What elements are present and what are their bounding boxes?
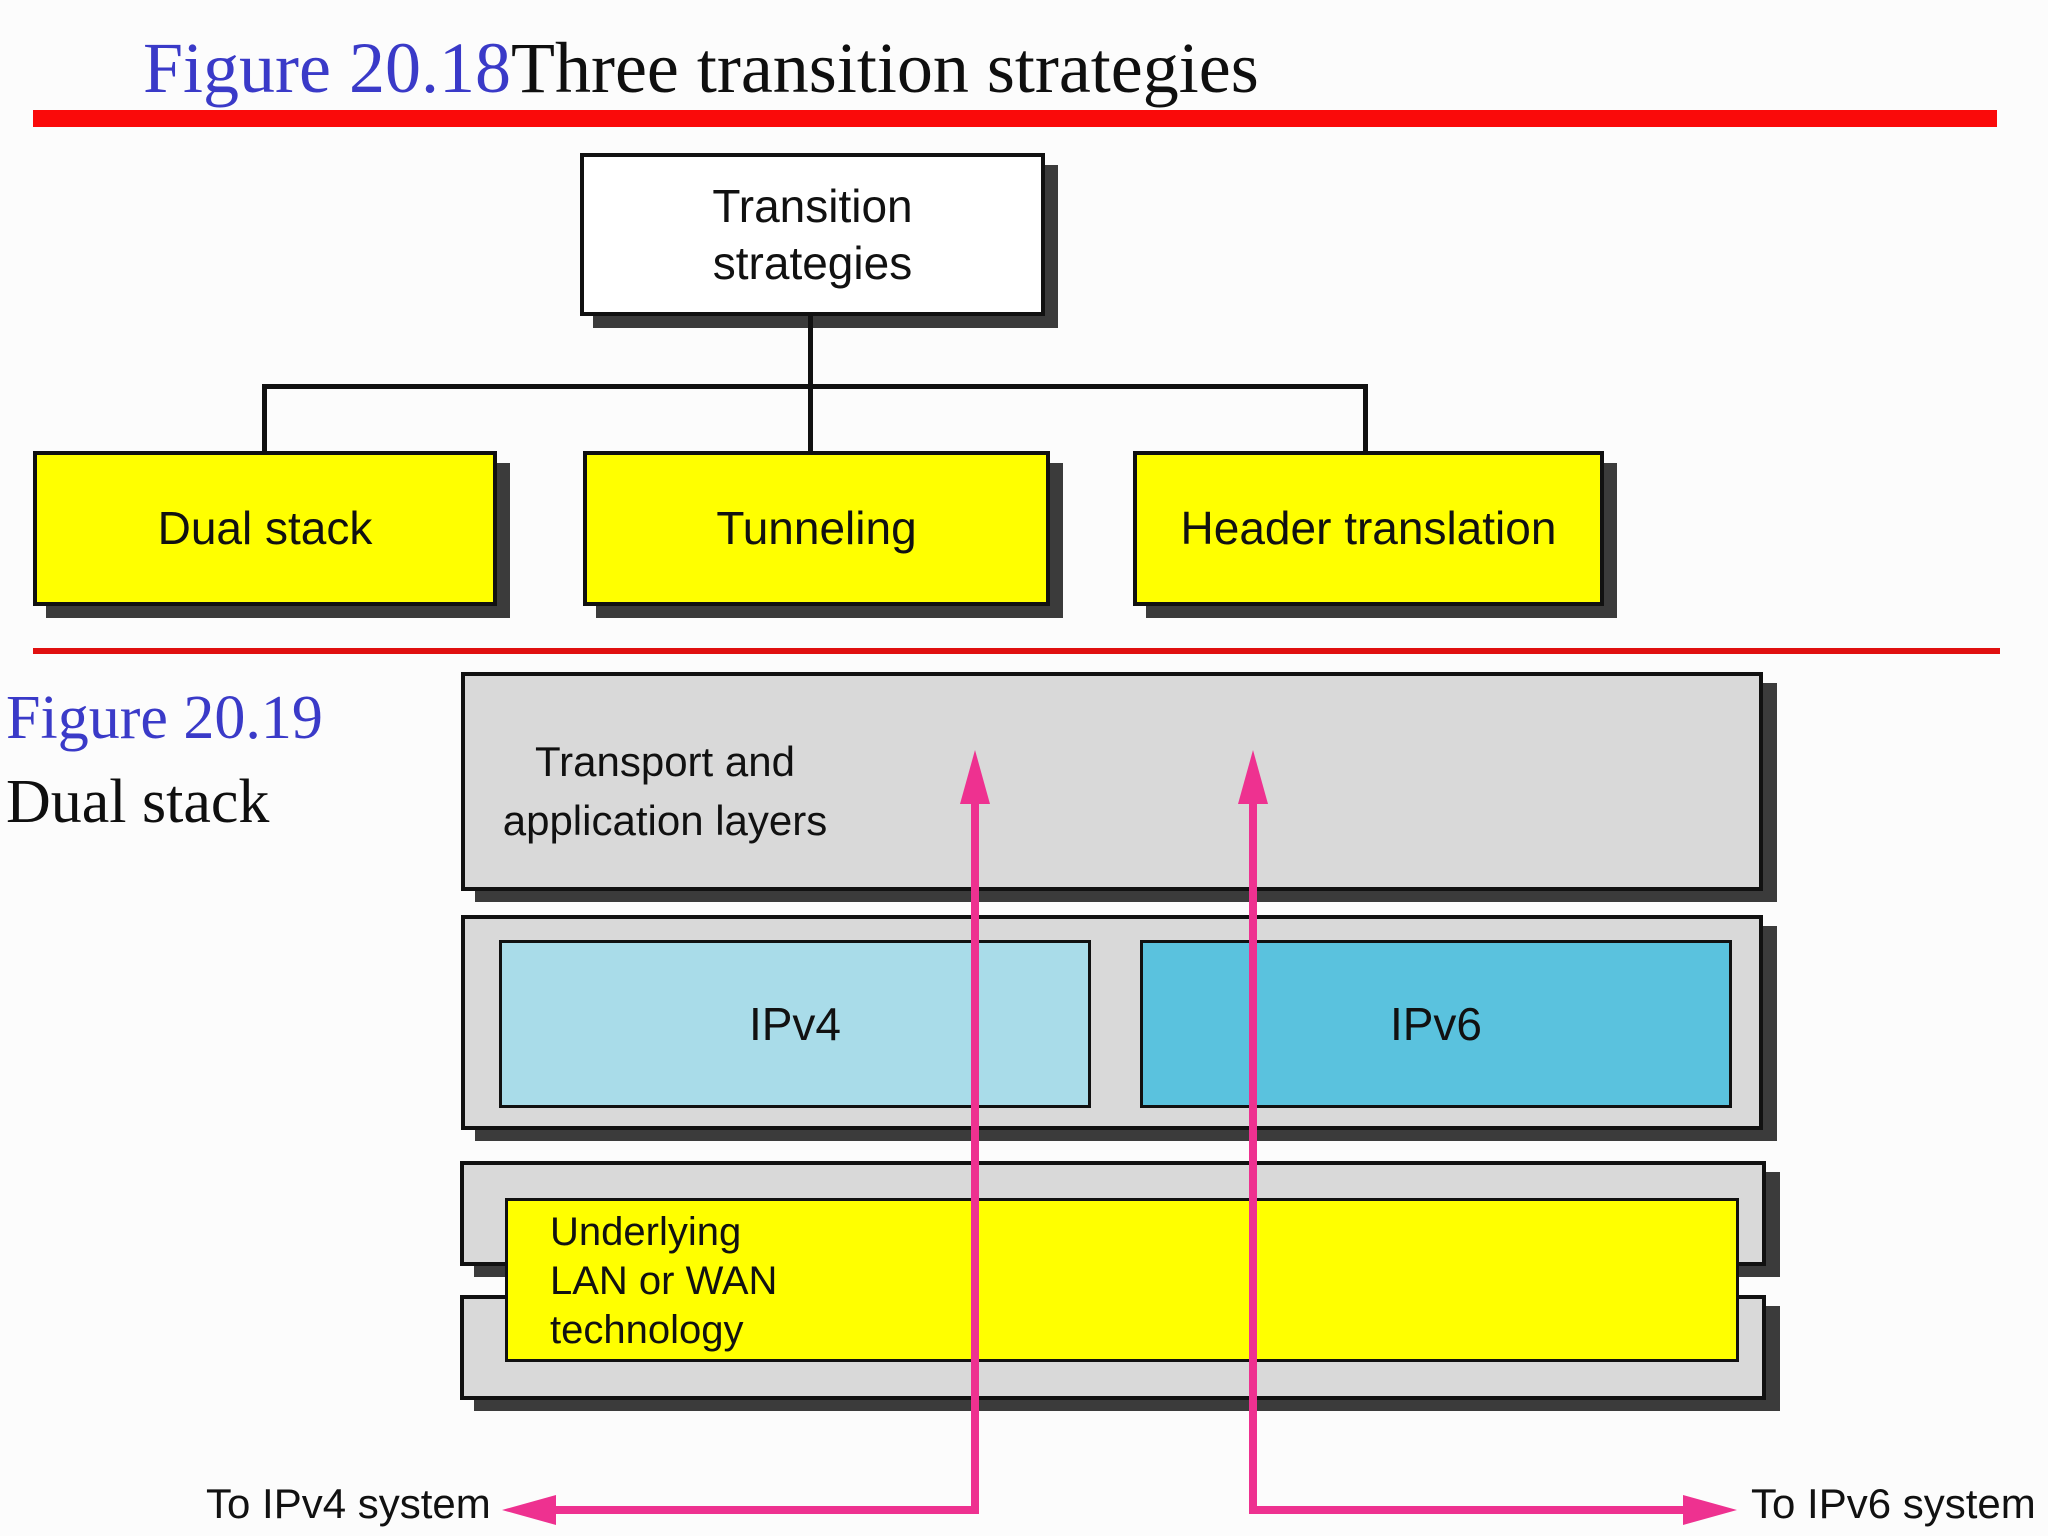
- tree-connector-crossbar: [262, 384, 1368, 389]
- underlying-technology-box: [505, 1198, 1739, 1362]
- strategy-label-header-translation: Header translation: [1180, 502, 1557, 554]
- figure-2018-title: Three transition strategies: [510, 28, 1259, 108]
- title-red-rule: [33, 110, 1997, 127]
- figure-2018-heading: Figure 20.18Three transition strategies: [143, 26, 1259, 110]
- strategy-label-dual-stack: Dual stack: [157, 502, 373, 554]
- tree-connector-drop-middle: [808, 384, 813, 452]
- figure-2018-number: Figure 20.18: [143, 28, 511, 108]
- figure-2019-title: Dual stack: [6, 768, 270, 836]
- transport-application-layer-band: [461, 672, 1763, 891]
- ipv4-flow-line-horizontal: [552, 1506, 979, 1514]
- section-divider-red-rule: [33, 648, 2000, 654]
- strategy-box-tunneling: Tunneling: [583, 451, 1050, 606]
- underlying-label-line3: technology: [550, 1308, 744, 1352]
- ipv4-flow-arrowhead-up-icon: [960, 750, 990, 804]
- ipv6-flow-arrowhead-right-icon: [1683, 1495, 1737, 1525]
- transport-layer-label: Transport and application layers: [470, 732, 860, 850]
- tree-connector-drop-left: [262, 384, 267, 452]
- tree-connector-drop-right: [1363, 384, 1368, 452]
- ipv6-label: IPv6: [1389, 998, 1483, 1050]
- ipv6-flow-arrowhead-up-icon: [1238, 750, 1268, 804]
- underlying-label-line2: LAN or WAN: [550, 1259, 778, 1303]
- figure-2019-heading: Figure 20.19 Dual stack: [6, 676, 323, 844]
- to-ipv6-system-label: To IPv6 system: [1751, 1480, 2036, 1527]
- strategy-box-dual-stack: Dual stack: [33, 451, 497, 606]
- transition-strategies-root-box: Transition strategies: [580, 153, 1045, 316]
- ipv6-flow-line-horizontal: [1249, 1506, 1685, 1514]
- ipv4-flow-arrowhead-left-icon: [502, 1495, 556, 1525]
- ipv4-label: IPv4: [748, 998, 842, 1050]
- ipv4-box: IPv4: [499, 940, 1091, 1108]
- underlying-technology-label: Underlying LAN or WAN technology: [550, 1208, 777, 1355]
- root-box-line2: strategies: [712, 236, 913, 289]
- strategy-label-tunneling: Tunneling: [716, 502, 917, 554]
- transport-label-line2: application layers: [502, 797, 828, 844]
- root-box-label: Transition strategies: [712, 178, 912, 292]
- tree-connector-root-stem: [808, 316, 813, 386]
- to-ipv4-system-label: To IPv4 system: [206, 1480, 491, 1527]
- ipv6-box: IPv6: [1140, 940, 1732, 1108]
- ipv4-flow-line-vertical: [971, 798, 979, 1514]
- ipv6-flow-line-vertical: [1249, 798, 1257, 1514]
- figure-2019-number: Figure 20.19: [6, 684, 323, 752]
- transport-label-line1: Transport and: [535, 738, 795, 785]
- strategy-box-header-translation: Header translation: [1133, 451, 1604, 606]
- root-box-line1: Transition: [712, 179, 913, 232]
- underlying-label-line1: Underlying: [550, 1210, 742, 1254]
